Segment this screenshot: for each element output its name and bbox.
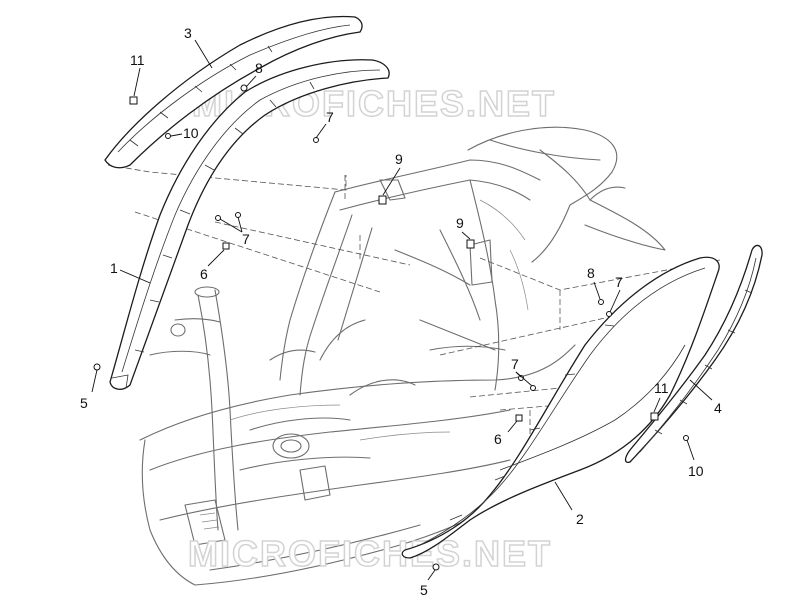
- screw-5-left: [93, 363, 101, 371]
- leader-lines: [91, 39, 713, 581]
- screw-7-right-top: [606, 311, 612, 317]
- fasteners: [93, 84, 689, 571]
- callout-7-right-top: 7: [615, 274, 623, 290]
- callout-8-left: 8: [255, 60, 263, 76]
- callout-labels: 3 11 8 10 7 9 7 9 1 6 8 7 5 7 11 4 6 10 …: [80, 25, 722, 598]
- callout-2: 2: [576, 511, 584, 527]
- part-2-right-side-panel: [401, 256, 720, 559]
- callout-9-center: 9: [395, 151, 403, 167]
- callout-9-right: 9: [456, 215, 464, 231]
- callout-1: 1: [110, 260, 118, 276]
- screw-10-left: [165, 133, 171, 139]
- screw-10-right: [683, 435, 689, 441]
- screw-8-left: [240, 84, 248, 92]
- callout-10-right: 10: [688, 463, 704, 479]
- screw-7-left-b: [235, 212, 241, 218]
- part-3-left-trim-strip: [104, 15, 363, 169]
- screw-7-right-b: [530, 385, 536, 391]
- clip-9-right: [466, 239, 475, 249]
- callout-5-left: 5: [80, 395, 88, 411]
- screw-7-left-top: [313, 137, 319, 143]
- screw-7-left-a: [215, 215, 221, 221]
- nut-6-right: [515, 414, 523, 422]
- nut-6-left: [222, 242, 230, 250]
- callout-11-right: 11: [654, 380, 669, 396]
- callout-3: 3: [184, 25, 192, 41]
- screw-8-right: [598, 299, 604, 305]
- callout-6-left: 6: [200, 266, 208, 282]
- callout-11-left: 11: [130, 52, 145, 68]
- part-1-left-side-panel: [109, 59, 390, 390]
- callout-7-left-mid: 7: [242, 231, 250, 247]
- callout-8-right: 8: [587, 265, 595, 281]
- callout-10-left: 10: [183, 125, 199, 141]
- part-4-right-trim-strip: [624, 244, 763, 464]
- clip-11-left: [129, 96, 138, 105]
- screw-5-right: [432, 563, 440, 571]
- callout-7-right-mid: 7: [511, 356, 519, 372]
- clip-11-right: [650, 412, 659, 421]
- callout-5-right: 5: [420, 582, 428, 598]
- scooter-frame: [139, 126, 666, 586]
- assembly-lines: [107, 164, 721, 440]
- clip-9-center: [378, 195, 387, 205]
- callout-7-left-top: 7: [326, 109, 334, 125]
- callout-6-right: 6: [494, 431, 502, 447]
- callout-4: 4: [714, 400, 722, 416]
- watermark-bottom: MICROFICHES.NET: [188, 533, 552, 574]
